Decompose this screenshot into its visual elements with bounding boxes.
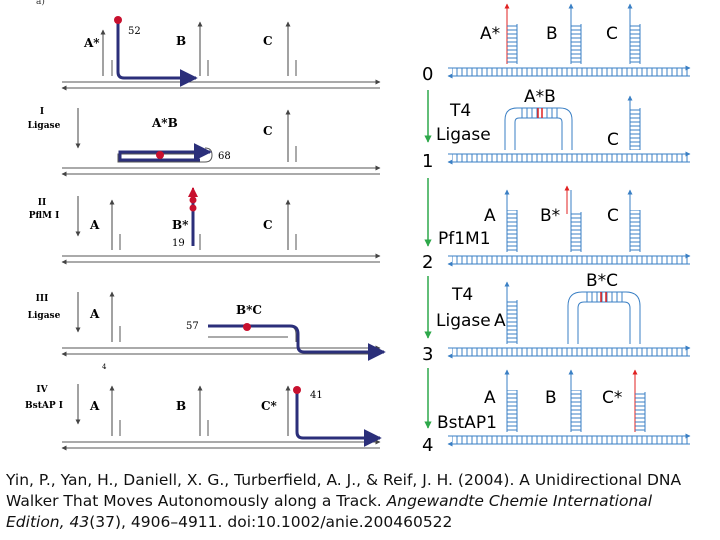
state-4: 4	[422, 435, 433, 456]
left-panel-diagram: a) A* B C 52 I Ligase A*B C 68 II PflM	[25, 0, 386, 451]
left-row-0: A* B C 52	[61, 16, 381, 91]
row0-label-b: B	[176, 34, 186, 48]
rp-step3-enzyme2: Ligase	[436, 311, 491, 331]
rp-step1-c: C	[607, 130, 619, 150]
row1-label-ab: A*B	[151, 116, 178, 130]
rp-track-3	[447, 345, 691, 359]
row2-enzyme: PflM I	[29, 211, 60, 221]
rp-track-1	[447, 151, 691, 165]
rp-track-0	[447, 65, 691, 79]
rp-step4-a: A	[484, 388, 496, 408]
row0-label-c: C	[263, 34, 273, 48]
rp-row-1: T4 Ligase A*B C	[436, 87, 641, 150]
rp-row0-b: B	[546, 24, 558, 44]
rp-row-4: A B C* BstAP1	[437, 369, 646, 433]
row3-step: III	[36, 294, 49, 304]
row1-step: I	[40, 107, 44, 117]
row3-label-bc: B*C	[236, 303, 262, 317]
rp-step2-a: A	[484, 206, 496, 226]
state-3: 3	[422, 344, 433, 365]
row4-label-c: C*	[261, 399, 278, 413]
row0-num: 52	[128, 26, 141, 37]
rp-step3-a: A	[494, 311, 506, 331]
row3-num2: 4	[102, 363, 107, 371]
row1-enzyme: Ligase	[28, 121, 61, 131]
rp-step4-b: B	[545, 388, 557, 408]
caption-issue: (37), 4906–4911. doi:10.1002/anie.200460…	[89, 513, 453, 531]
row4-enzyme: BstAP I	[25, 401, 63, 411]
row4-step: IV	[36, 385, 48, 395]
row4-label-b: B	[176, 399, 186, 413]
right-panel-diagram: 0 1 2 3 4 A* B C T4 Ligase A*B C	[422, 3, 691, 456]
row1-label-c: C	[263, 124, 273, 138]
row2-label-b: B*	[172, 218, 189, 232]
row3-enzyme: Ligase	[28, 311, 61, 321]
rp-step2-c: C	[607, 206, 619, 226]
rp-step1-enzyme1: T4	[449, 101, 471, 121]
row1-num: 68	[218, 151, 231, 162]
rp-step4-enzyme: BstAP1	[437, 413, 497, 433]
rp-step1-enzyme2: Ligase	[436, 125, 491, 145]
caption-authors: Yin, P., Yan, H., Daniell, X. G., Turber…	[6, 471, 682, 510]
rp-step2-b: B*	[540, 206, 560, 226]
row0-label-a: A*	[83, 36, 100, 50]
rp-step2-enzyme: Pf1M1	[438, 229, 491, 249]
left-row-1: I Ligase A*B C 68	[28, 107, 381, 177]
rp-row-2: A B* C Pf1M1	[438, 185, 641, 252]
left-row-3: III Ligase A B*C 57 4	[28, 291, 386, 371]
rp-step3-enzyme1: T4	[451, 285, 473, 305]
state-0: 0	[422, 64, 433, 85]
rp-track-2	[447, 253, 691, 267]
rp-row0-a: A*	[480, 24, 500, 44]
rp-step3-bc: B*C	[586, 271, 618, 291]
row2-step: II	[38, 198, 46, 208]
rp-tracks	[447, 65, 691, 447]
state-1: 1	[422, 151, 433, 172]
left-row-2: II PflM I A B* C 19	[29, 187, 381, 265]
citation-caption: Yin, P., Yan, H., Daniell, X. G., Turber…	[6, 470, 714, 533]
row4-label-a: A	[89, 399, 100, 413]
row4-num: 41	[310, 390, 323, 401]
rp-track-4	[447, 433, 691, 447]
rp-step4-c: C*	[602, 388, 622, 408]
row3-num: 57	[186, 321, 199, 332]
rp-step1-ab: A*B	[524, 87, 556, 107]
row2-num: 19	[172, 238, 185, 249]
left-row-4: IV BstAP I A B C* 41	[25, 384, 382, 451]
caption-journal: Angewandte Chemie International Edition,…	[6, 492, 653, 531]
rp-row0-c: C	[606, 24, 618, 44]
rp-row-0: A* B C	[480, 3, 641, 64]
rp-row-3: T4 Ligase A B*C	[436, 271, 641, 344]
panel-letter: a)	[36, 0, 45, 7]
state-2: 2	[422, 252, 433, 273]
row3-label-a: A	[89, 307, 100, 321]
row2-label-a: A	[89, 218, 100, 232]
row2-label-c: C	[263, 218, 273, 232]
